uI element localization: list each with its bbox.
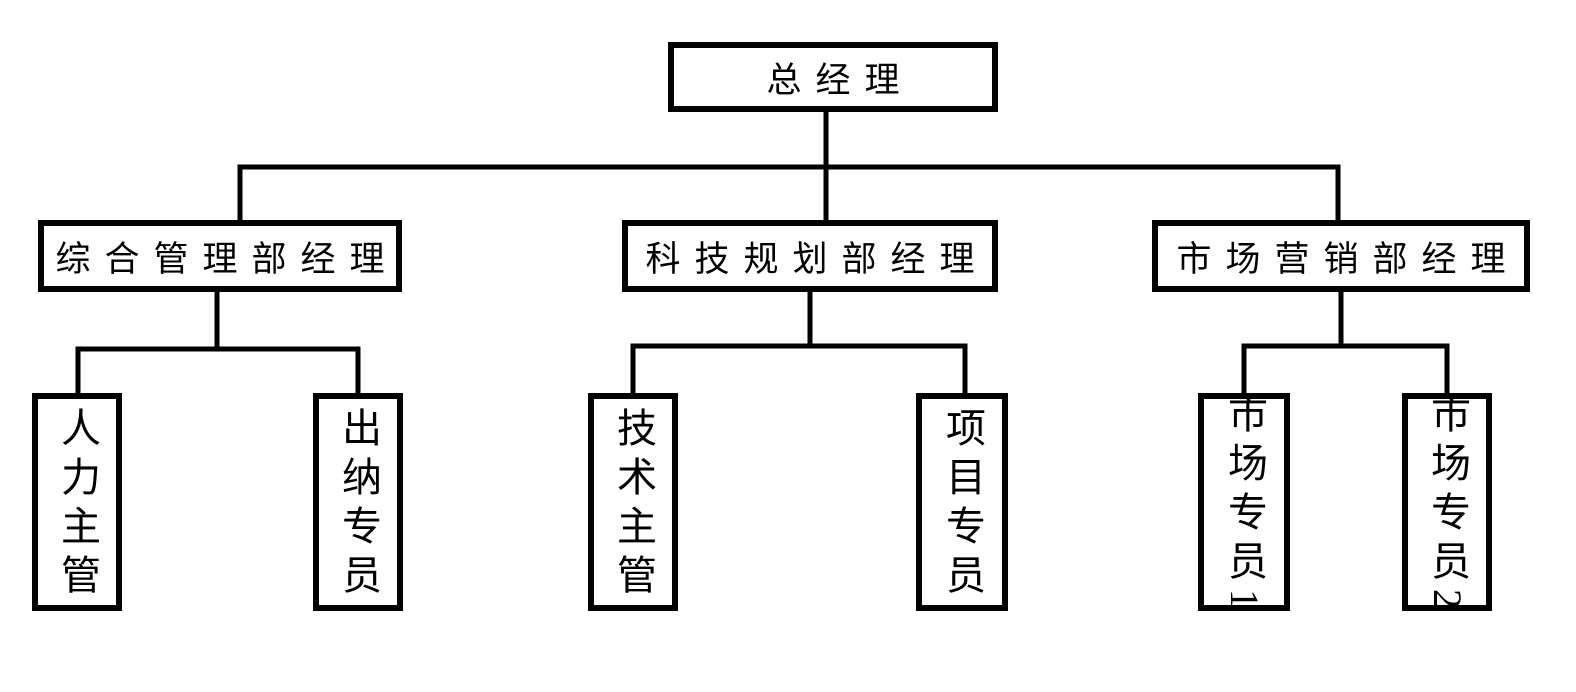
node-hr-supervisor: 人力主管 <box>32 393 122 611</box>
connector-dept0-bus <box>75 346 361 395</box>
node-dept-tech-planning-manager: 科技规划部经理 <box>622 220 998 292</box>
node-technical-supervisor: 技术主管 <box>588 393 678 611</box>
node-market-specialist-2: 市场专员2 <box>1402 393 1492 618</box>
connector-main-bus <box>237 164 1341 222</box>
node-dept-marketing-manager: 市场营销部经理 <box>1152 220 1530 292</box>
node-dept-general-admin-manager: 综合管理部经理 <box>38 220 402 292</box>
node-general-manager: 总经理 <box>668 42 998 112</box>
node-project-specialist: 项目专员 <box>916 393 1008 611</box>
connector-dept2-bus <box>1241 343 1450 395</box>
node-market-specialist-1: 市场专员1 <box>1198 393 1290 618</box>
connector-dept1-bus <box>630 343 968 395</box>
node-cashier-specialist: 出纳专员 <box>313 393 403 611</box>
